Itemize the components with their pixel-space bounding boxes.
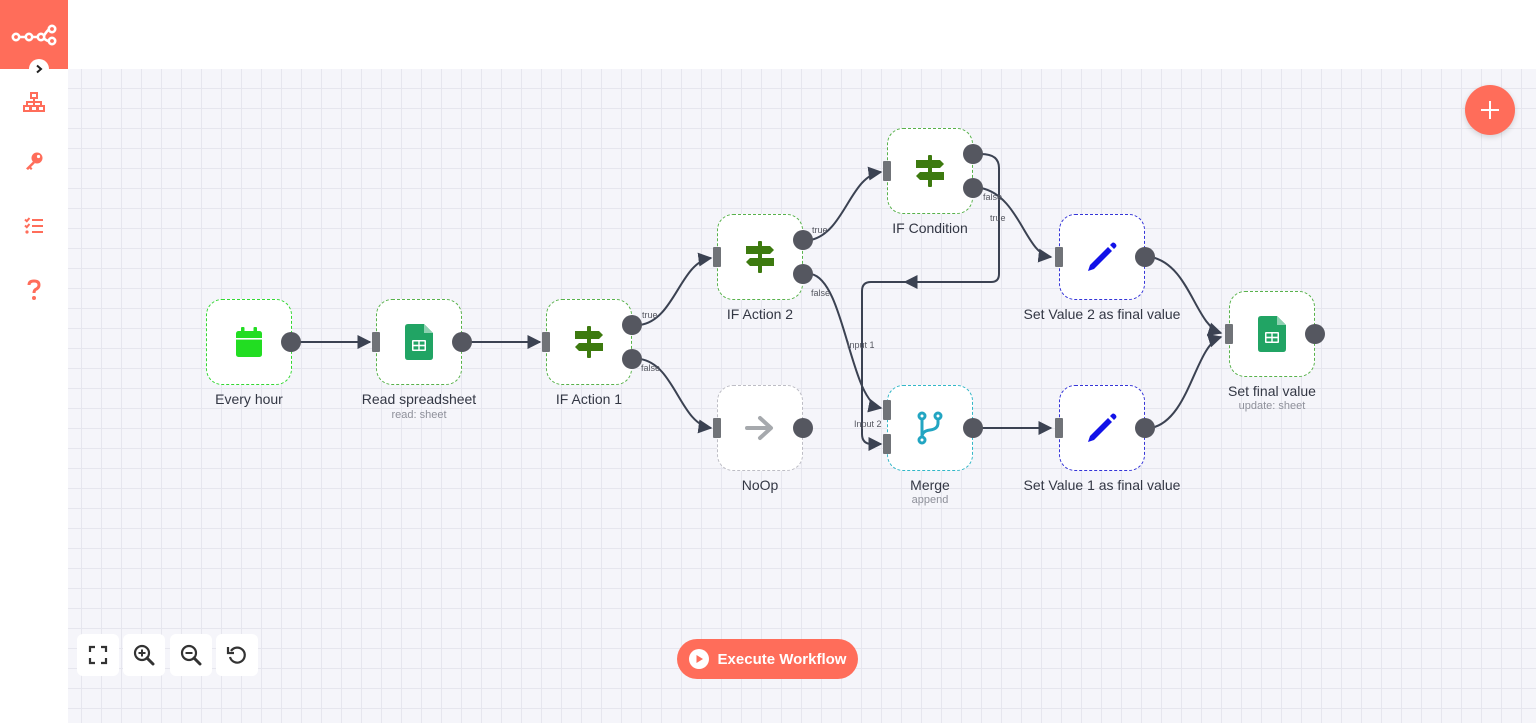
question-icon[interactable] [22,278,46,302]
signpost-icon [746,241,774,273]
input-handle[interactable] [713,247,721,267]
input-handle[interactable] [1055,418,1063,438]
output-handle[interactable] [963,418,983,438]
output-handle-true[interactable] [793,230,813,250]
node-label: Set final value [1228,383,1316,399]
input-handle-1[interactable] [883,400,891,420]
edge-label-input-1: Input 1 [847,340,875,350]
node-every-hour[interactable] [206,299,292,385]
node-merge[interactable] [887,385,973,471]
fit-view-button[interactable] [77,634,119,676]
node-label: IF Action 2 [726,306,794,322]
output-handle[interactable] [1305,324,1325,344]
zoom-in-icon [133,644,155,666]
edge-label-false: false [641,363,661,373]
node-subtitle: read: sheet [391,409,447,421]
node-label: IF Action 1 [555,391,623,407]
node-label: Set Value 1 as final value [1023,477,1181,493]
output-handle-false[interactable] [622,349,642,369]
node-if-condition[interactable] [887,128,973,214]
output-handle-false[interactable] [793,264,813,284]
input-handle[interactable] [1055,247,1063,267]
tasks-icon[interactable] [22,214,46,238]
node-set-value-1[interactable] [1059,385,1145,471]
google-sheets-icon [405,324,433,360]
input-handle[interactable] [542,332,550,352]
signpost-icon [575,326,603,358]
n8n-logo-icon [11,23,57,46]
edge-label-false: false [983,192,1003,202]
output-handle[interactable] [793,418,813,438]
branch-icon [917,411,943,445]
sidebar [0,69,68,723]
node-subtitle: update: sheet [1238,400,1306,412]
expand-sidebar-button[interactable] [29,59,49,79]
key-icon[interactable] [22,149,46,173]
reset-zoom-button[interactable] [216,634,258,676]
node-noop[interactable] [717,385,803,471]
signpost-icon [916,155,944,187]
node-read-spreadsheet[interactable] [376,299,462,385]
input-handle[interactable] [372,332,380,352]
node-if-action-1[interactable] [546,299,632,385]
pen-icon [1088,413,1117,442]
node-label: Merge [910,477,950,493]
output-handle-true[interactable] [963,144,983,164]
zoom-out-icon [180,644,202,666]
undo-icon [226,646,246,664]
node-label: IF Condition [892,220,968,236]
expand-icon [88,645,108,665]
plus-icon [1481,101,1499,119]
edge-label-false: false [811,288,831,298]
input-handle[interactable] [883,161,891,181]
input-handle[interactable] [1225,324,1233,344]
output-handle[interactable] [452,332,472,352]
node-subtitle: append [911,494,949,506]
chevron-right-icon [36,64,43,74]
node-label: Set Value 2 as final value [1023,306,1181,322]
n8n-logo[interactable] [0,0,68,69]
node-label: Every hour [215,391,283,407]
output-handle[interactable] [281,332,301,352]
add-node-button[interactable] [1465,85,1515,135]
execute-workflow-button[interactable]: Execute Workflow [677,639,858,679]
node-set-final-value[interactable] [1229,291,1315,377]
edge-label-true: true [642,310,658,320]
node-set-value-2[interactable] [1059,214,1145,300]
node-label: NoOp [741,477,779,493]
output-handle[interactable] [1135,418,1155,438]
input-handle-2[interactable] [883,434,891,454]
node-label: Read spreadsheet [361,391,477,407]
arrow-right-icon [745,416,773,440]
output-handle-false[interactable] [963,178,983,198]
edge-label-input-2: Input 2 [854,419,882,429]
zoom-out-button[interactable] [170,634,212,676]
node-if-action-2[interactable] [717,214,803,300]
execute-workflow-label: Execute Workflow [717,650,847,668]
google-sheets-icon [1258,316,1286,352]
output-handle[interactable] [1135,247,1155,267]
output-handle-true[interactable] [622,315,642,335]
zoom-in-button[interactable] [123,634,165,676]
network-icon[interactable] [22,90,46,114]
edge-label-true: true [812,225,828,235]
play-circle-icon [688,649,709,669]
pen-icon [1088,242,1117,271]
calendar-icon [236,327,262,357]
input-handle[interactable] [713,418,721,438]
edge-label-true: true [990,213,1006,223]
